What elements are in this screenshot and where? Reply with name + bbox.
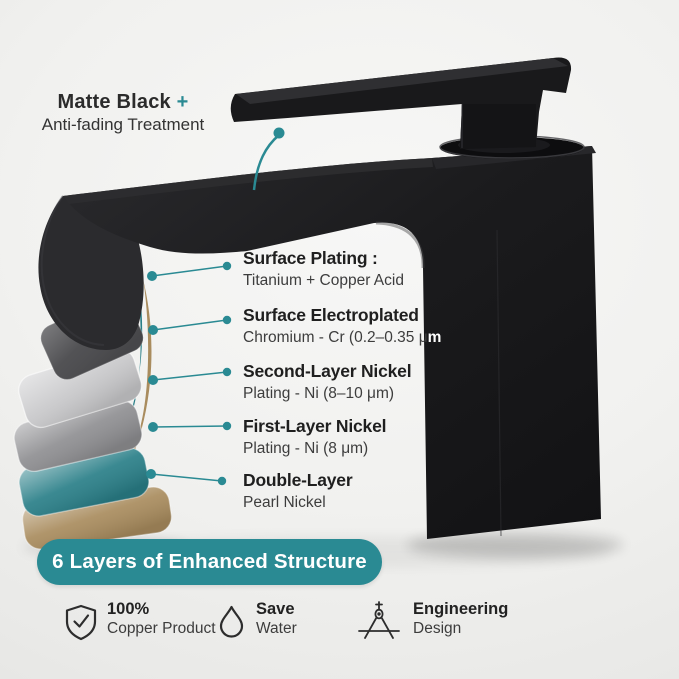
feature-line1: Save [256, 600, 295, 618]
callout-first-layer-nickel: First-Layer Nickel Plating - Ni (8 μm) [243, 416, 473, 459]
callout-second-layer-nickel: Second-Layer Nickel Plating - Ni (8–10 μ… [243, 361, 473, 404]
ground-shadow-column [407, 532, 623, 558]
feature-line1: Engineering [413, 600, 509, 618]
shield-check-icon [64, 604, 98, 641]
callout-surface-electroplated: Surface Electroplated Chromium - Cr (0.2… [243, 305, 473, 348]
callout-desc: Pearl Nickel [243, 494, 326, 511]
pointer-dot [273, 127, 285, 139]
feature-line2: Water [256, 620, 297, 637]
callout-title: First-Layer Nickel [243, 416, 387, 436]
callout-title: Double-Layer [243, 470, 353, 490]
callout-desc: Plating - Ni (8 μm) [243, 440, 369, 457]
spout-top-bevel [63, 158, 433, 204]
callout-desc: Chromium - Cr (0.2–0.35 μm [243, 329, 442, 346]
callout-title: Surface Plating : [243, 248, 378, 268]
plus-accent: + [170, 91, 189, 113]
layer-sheet-black-curl [38, 196, 247, 350]
callout-double-layer: Double-Layer Pearl Nickel [243, 470, 473, 513]
callout-lines [146, 261, 232, 486]
feature-line1: 100% [107, 600, 150, 618]
callout-surface-plating: Surface Plating : Titanium + Copper Acid [243, 248, 473, 291]
header-pointer [252, 127, 285, 191]
header: Matte Black + Anti-fading Treatment [30, 90, 216, 135]
engineering-compass-icon [356, 600, 402, 642]
feature-save-water: Save Water [256, 600, 297, 638]
callout-desc: Titanium + Copper Acid [243, 272, 404, 289]
column-edge [496, 229, 502, 537]
callout-title: Second-Layer Nickel [243, 361, 412, 381]
structure-banner: 6 Layers of Enhanced Structure [37, 539, 382, 585]
callout-desc: Plating - Ni (8–10 μm) [243, 385, 395, 402]
feature-engineering: Engineering Design [413, 600, 508, 638]
faucet-handle [230, 57, 572, 149]
feature-line2: Copper Product [107, 620, 216, 637]
faucet-body [63, 146, 601, 539]
curl-highlight [40, 195, 105, 346]
page-subtitle: Anti-fading Treatment [41, 115, 205, 134]
inner-fillet-highlight [375, 221, 425, 269]
feature-copper: 100% Copper Product [107, 600, 216, 638]
feature-line2: Design [413, 620, 462, 637]
callout-title: Surface Electroplated [243, 305, 419, 325]
water-drop-icon [219, 605, 244, 638]
page-title: Matte Black + [57, 91, 189, 113]
